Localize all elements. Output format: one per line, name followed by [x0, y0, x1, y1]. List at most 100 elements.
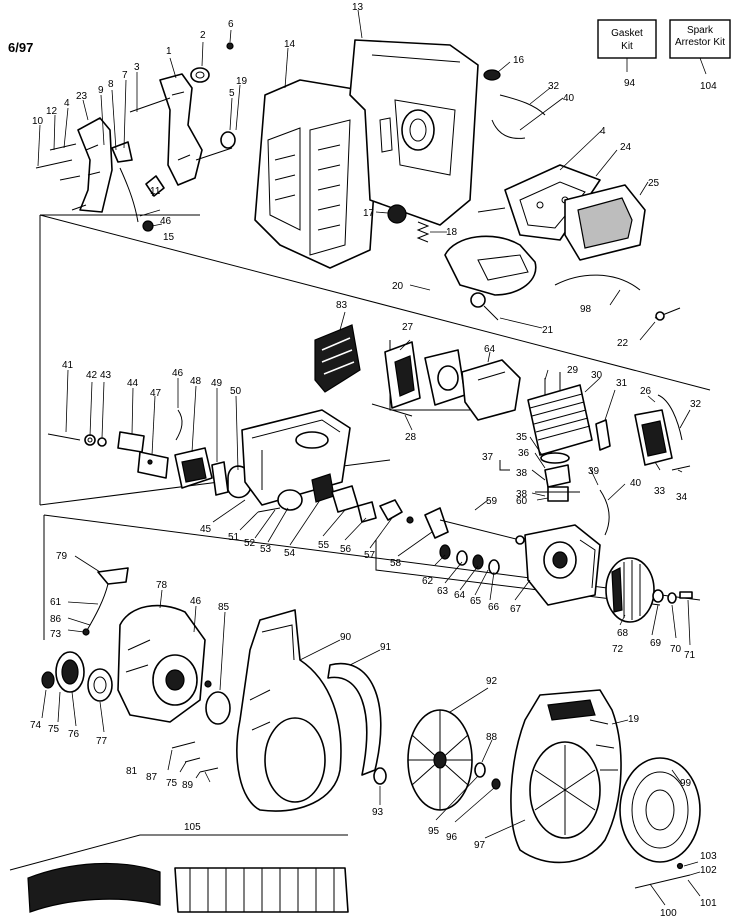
carb-hardware	[47, 431, 169, 479]
blower-housing-90	[236, 609, 342, 812]
grille-83	[314, 324, 361, 393]
flywheel-68	[605, 557, 693, 623]
part-label: 18	[446, 227, 458, 238]
part-label: 74	[30, 720, 42, 731]
volute-band-91	[327, 662, 382, 776]
part-label: 45	[200, 524, 212, 535]
part-label: 5	[229, 88, 235, 99]
part-label: 23	[76, 91, 88, 102]
part-label: 19	[628, 714, 640, 725]
part-label: 61	[50, 597, 62, 608]
blower-tubes-105	[9, 834, 349, 913]
part-label: 33	[654, 486, 666, 497]
part-label: 8	[108, 79, 114, 90]
part-label: 65	[470, 596, 482, 607]
part-label: 100	[660, 908, 677, 919]
part-label: 71	[684, 650, 696, 661]
part-label: 39	[588, 466, 600, 477]
spark-arrestor-kit-label-1: Spark	[687, 25, 714, 36]
cylinder-30	[527, 372, 593, 456]
part-label: 68	[617, 628, 629, 639]
starter-screws	[171, 680, 219, 773]
spark-arrestor-kit-label-2: Arrestor Kit	[675, 37, 725, 48]
fuel-fittings	[257, 473, 359, 513]
part-label: 54	[284, 548, 296, 559]
part-label: 91	[380, 642, 392, 653]
part-label: 70	[670, 644, 682, 655]
part-label: 3	[134, 62, 140, 73]
muffler-shields	[371, 341, 466, 417]
part-label: 92	[486, 676, 498, 687]
part-label: 4	[600, 126, 606, 137]
part-label: 29	[567, 365, 579, 376]
part-label: 95	[428, 826, 440, 837]
part-label: 20	[392, 281, 404, 292]
part-label: 53	[260, 544, 272, 555]
part-label: 57	[364, 550, 376, 561]
part-label: 52	[244, 538, 256, 549]
part-label: 1	[166, 46, 172, 57]
part-label: 98	[580, 304, 592, 315]
main-housing	[254, 79, 381, 269]
spring-parts	[387, 204, 430, 243]
part-label: 86	[50, 614, 62, 625]
part-label: 25	[648, 178, 660, 189]
gasket-kit-box: Gasket Kit 94	[597, 19, 657, 89]
part-label: 46	[172, 368, 184, 379]
part-label: 66	[488, 602, 500, 613]
part-label: 72	[612, 644, 624, 655]
part-label: 49	[211, 378, 223, 389]
part-number-labels: 1 2 3 4 4 5 6 7 8 9 10 11 12 13 14 15 16…	[30, 2, 717, 919]
part-label: 97	[474, 840, 486, 851]
impeller-nuts	[474, 762, 501, 790]
part-label: 55	[318, 540, 330, 551]
part-label: 22	[617, 338, 629, 349]
plug-wire-40	[599, 489, 610, 536]
part-label: 99	[680, 778, 692, 789]
part-label: 78	[156, 580, 168, 591]
part-label: 73	[50, 629, 62, 640]
part-label: 96	[446, 832, 458, 843]
part-label: 19	[236, 76, 248, 87]
part-label: 105	[184, 822, 201, 833]
part-label: 10	[32, 116, 44, 127]
spark-arrestor-kit-number: 104	[700, 81, 717, 92]
filter-block	[564, 184, 646, 261]
part-label: 85	[218, 602, 230, 613]
leader-lines	[37, 9, 701, 906]
part-label: 63	[437, 586, 449, 597]
part-label: 26	[640, 386, 652, 397]
part-label: 76	[68, 729, 80, 740]
screw-22	[654, 307, 681, 321]
impeller-92	[407, 709, 473, 811]
part-label: 60	[516, 496, 528, 507]
part-label: 35	[516, 432, 528, 443]
crankshaft-58	[424, 507, 525, 545]
carburetor-48	[174, 409, 213, 489]
carb-gaskets	[211, 461, 251, 499]
part-label: 32	[690, 399, 702, 410]
hose-98	[554, 274, 641, 291]
part-label: 47	[150, 388, 162, 399]
part-label: 41	[62, 360, 74, 371]
part-label: 6	[228, 19, 234, 30]
part-label: 64	[484, 344, 496, 355]
part-label: 44	[127, 378, 139, 389]
fuel-line-parts	[483, 69, 546, 139]
crankcase-seals	[357, 499, 414, 524]
part-label: 90	[340, 632, 352, 643]
part-label: 101	[700, 898, 717, 909]
part-label: 30	[591, 370, 603, 381]
part-label: 14	[284, 39, 296, 50]
part-label: 75	[166, 778, 178, 789]
starter-housing-78	[117, 604, 206, 723]
handle-assembly	[35, 42, 236, 232]
gasket-kit-label-2: Kit	[621, 41, 633, 52]
part-label: 28	[405, 432, 417, 443]
part-label: 81	[126, 766, 138, 777]
part-label: 4	[64, 98, 70, 109]
spark-arrestor-kit-box: Spark Arrestor Kit 104	[669, 19, 731, 92]
part-label: 83	[336, 300, 348, 311]
date-code: 6/97	[8, 40, 33, 55]
